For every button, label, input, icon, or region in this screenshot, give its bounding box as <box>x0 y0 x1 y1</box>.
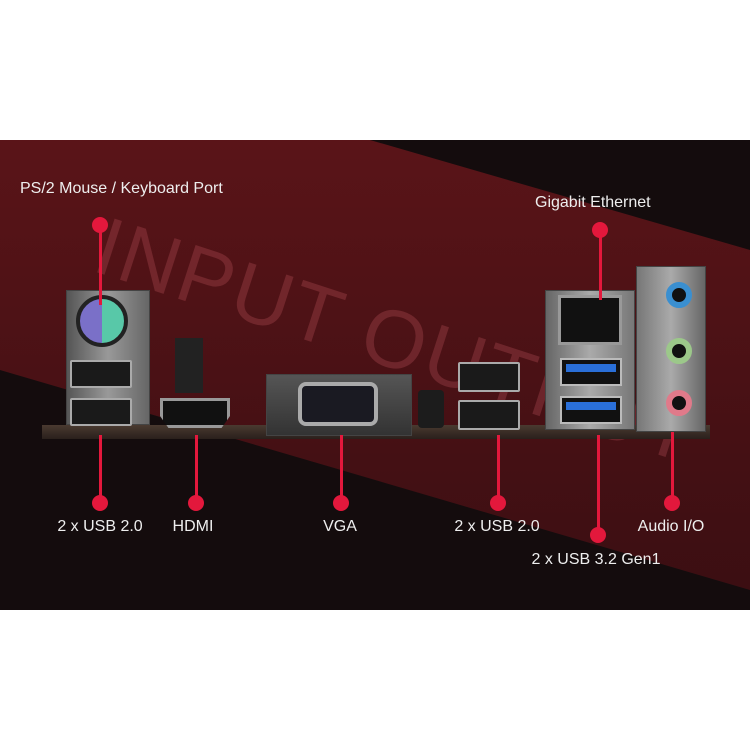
usb2-port <box>458 362 520 392</box>
callout-line <box>596 435 600 535</box>
capacitor <box>418 390 444 428</box>
label-ethernet: Gigabit Ethernet <box>535 194 651 211</box>
callout-line <box>98 225 102 305</box>
usb32-port <box>560 358 622 386</box>
audio-jack-green <box>666 338 692 364</box>
rj45-port <box>558 295 622 345</box>
usb2-port <box>70 360 132 388</box>
callout-line <box>98 435 102 503</box>
usb32-port <box>560 396 622 424</box>
callout-line <box>194 435 198 503</box>
vga-port <box>298 382 378 426</box>
audio-jack-blue <box>666 282 692 308</box>
callout-dot <box>92 495 108 511</box>
usb2-port <box>70 398 132 426</box>
callout-line <box>670 432 674 503</box>
hdmi-port <box>160 398 230 428</box>
label-ps2: PS/2 Mouse / Keyboard Port <box>20 180 223 197</box>
callout-dot <box>590 527 606 543</box>
ps2-port <box>76 295 128 347</box>
label-usb32: 2 x USB 3.2 Gen1 <box>531 551 661 568</box>
label-usb2-right: 2 x USB 2.0 <box>454 518 540 535</box>
product-panel: INPUT OUTPUT PS/2 Mouse / Keyboard Port … <box>0 140 750 610</box>
label-vga: VGA <box>323 518 357 535</box>
callout-line <box>598 230 602 300</box>
label-usb2-left: 2 x USB 2.0 <box>57 518 143 535</box>
audio-jack-pink <box>666 390 692 416</box>
callout-dot <box>592 222 608 238</box>
label-audio: Audio I/O <box>637 518 705 535</box>
callout-dot <box>490 495 506 511</box>
usb2-port <box>458 400 520 430</box>
callout-line <box>496 435 500 503</box>
callout-dot <box>333 495 349 511</box>
callout-dot <box>664 495 680 511</box>
callout-line <box>339 435 343 503</box>
callout-dot <box>188 495 204 511</box>
label-hdmi: HDMI <box>172 518 214 535</box>
component <box>175 338 203 393</box>
callout-dot <box>92 217 108 233</box>
